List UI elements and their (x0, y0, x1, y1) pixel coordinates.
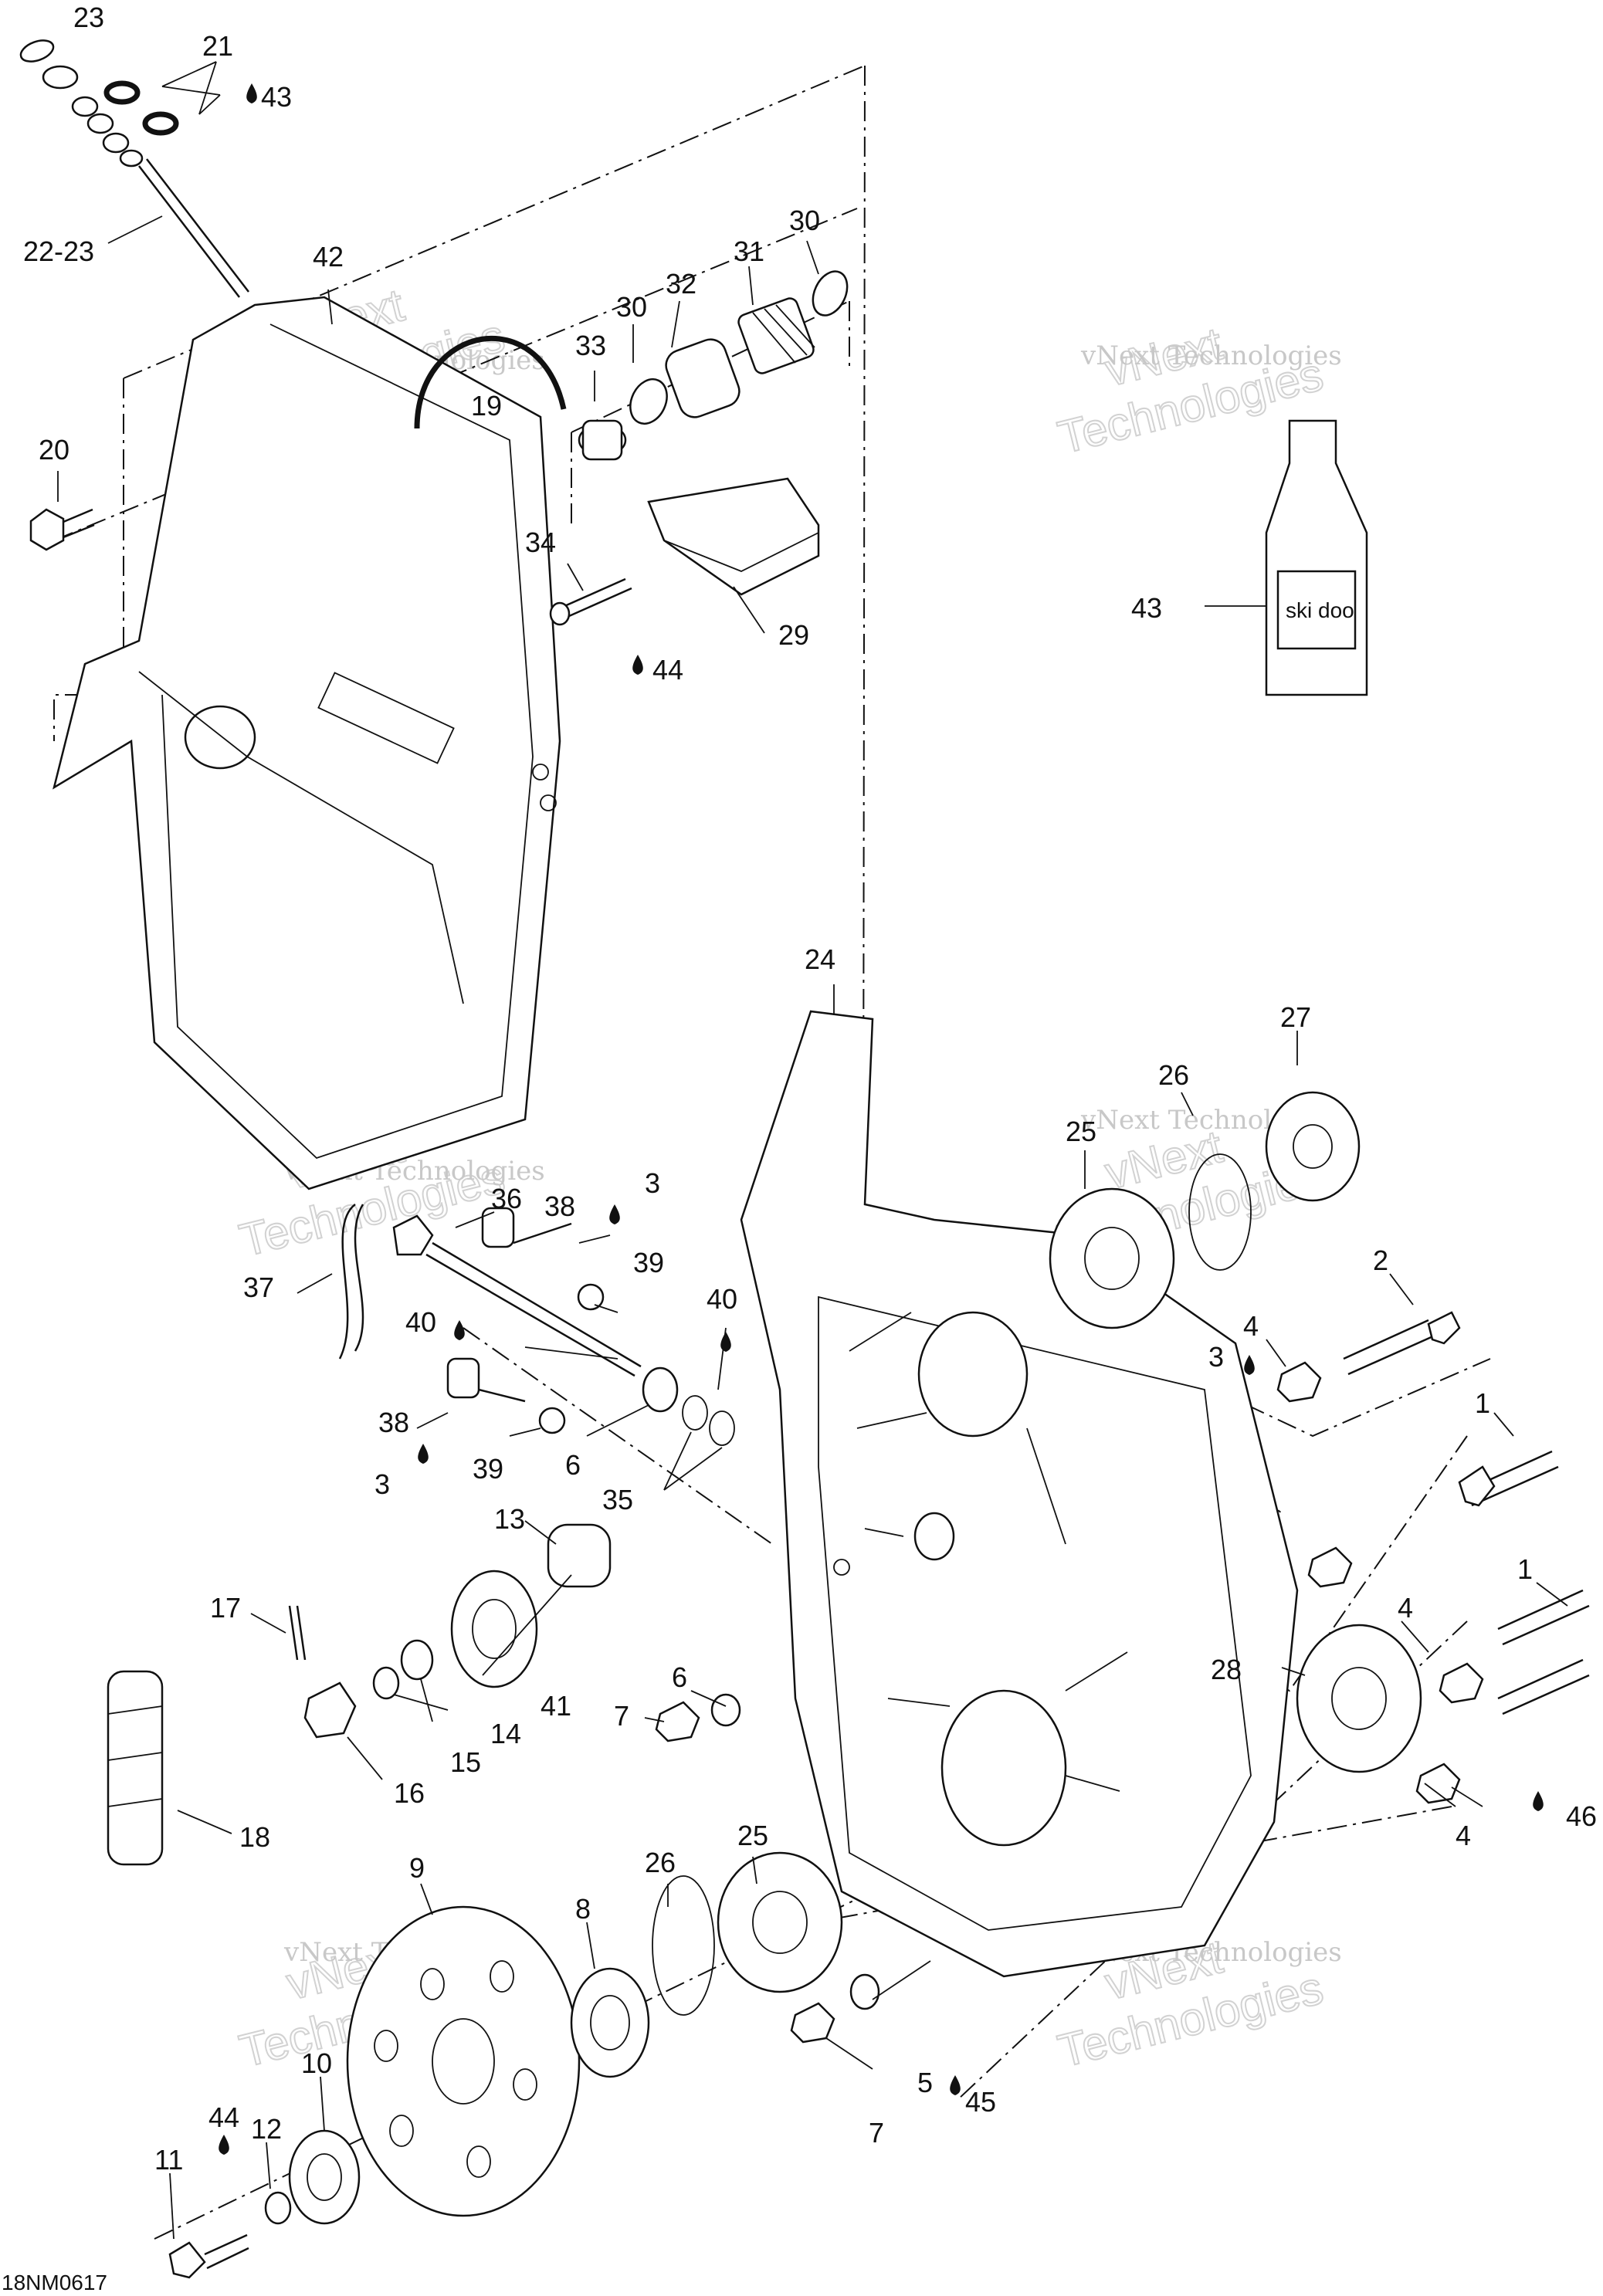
callout-11: 11 (154, 2144, 183, 2176)
callout-19: 19 (471, 390, 502, 422)
callout-45: 45 (965, 2086, 996, 2118)
fasteners-right (1276, 1311, 1590, 1804)
callout-39: 39 (473, 1453, 503, 1485)
callout-7: 7 (869, 2117, 884, 2149)
wire-seal (414, 336, 567, 429)
oil-drop-icon (454, 1320, 465, 1340)
callout-23: 23 (73, 2, 104, 33)
callout-10: 10 (301, 2047, 332, 2079)
callout-20: 20 (39, 434, 69, 466)
figure-code: 18NM0617 (2, 2271, 107, 2294)
callout-1: 1 (1517, 1553, 1533, 1585)
output-shaft-parts (168, 1693, 880, 2279)
tensioner-bolt-group (338, 1204, 735, 1446)
callout-13: 13 (494, 1503, 525, 1535)
callout-28: 28 (1211, 1654, 1242, 1685)
dipstick-assembly (19, 39, 249, 298)
callout-30: 30 (789, 205, 820, 236)
callout-46: 46 (1566, 1800, 1597, 1832)
callout-5: 5 (917, 2067, 933, 2098)
callout-12: 12 (251, 2113, 282, 2145)
bracket-and-screw (549, 477, 820, 626)
callout-18: 18 (239, 1821, 270, 1853)
callout-22-23: 22-23 (23, 235, 94, 267)
callout-33: 33 (575, 330, 606, 361)
callout-25: 25 (737, 1820, 768, 1851)
oil-drop-icon (609, 1204, 620, 1224)
oil-drop-icon (950, 2075, 961, 2095)
callout-40: 40 (405, 1306, 436, 1338)
oil-drop-icon (720, 1332, 731, 1352)
callout-27: 27 (1280, 1001, 1311, 1033)
callout-39: 39 (633, 1247, 664, 1278)
callout-43: 43 (1131, 592, 1162, 624)
callout-4: 4 (1243, 1310, 1259, 1342)
watermark-text: vNext Technologies (1080, 340, 1342, 371)
oil-drop-icon (1533, 1791, 1544, 1811)
leader-lines (57, 61, 1568, 2240)
small-sprocket-group (288, 1523, 612, 1739)
callout-8: 8 (575, 1893, 591, 1925)
bearings-and-washers (652, 1091, 1422, 2016)
callout-15: 15 (450, 1746, 481, 1778)
callout-24: 24 (805, 943, 835, 975)
oil-drop-icon (246, 83, 257, 103)
callout-9: 9 (409, 1852, 425, 1884)
callout-26: 26 (1158, 1059, 1189, 1091)
oil-drop-icon (219, 2135, 229, 2155)
callout-35: 35 (602, 1484, 633, 1515)
chaincase-housing (740, 1010, 1299, 1978)
bearing-25-top (1049, 1187, 1175, 1329)
callout-43: 43 (261, 81, 292, 113)
callout-7: 7 (614, 1700, 629, 1732)
callout-6: 6 (565, 1449, 581, 1481)
callout-16: 16 (394, 1777, 425, 1809)
oil-drop-icon (632, 655, 643, 675)
chaincase-cover (53, 296, 561, 1190)
callout-4: 4 (1456, 1820, 1471, 1851)
callout-42: 42 (313, 241, 344, 273)
callout-38: 38 (544, 1190, 575, 1222)
tensioner-parts (578, 270, 849, 461)
callout-21: 21 (202, 30, 233, 62)
callout-44: 44 (652, 654, 683, 686)
callout-37: 37 (243, 1272, 274, 1303)
callout-14: 14 (490, 1718, 521, 1749)
callout-34: 34 (525, 527, 556, 558)
callout-29: 29 (778, 619, 809, 651)
oil-drop-icon (1244, 1355, 1255, 1375)
callout-30: 30 (616, 291, 647, 323)
callout-3: 3 (645, 1167, 660, 1199)
large-sprocket (346, 1905, 581, 2217)
callout-3: 3 (1208, 1341, 1224, 1373)
callout-36: 36 (491, 1183, 522, 1214)
callout-41: 41 (541, 1690, 571, 1722)
callout-25: 25 (1066, 1116, 1096, 1147)
callout-44: 44 (208, 2101, 239, 2133)
callout-4: 4 (1398, 1592, 1413, 1624)
oil-drop-icon (418, 1444, 429, 1464)
callout-40: 40 (707, 1283, 737, 1315)
callout-31: 31 (734, 235, 764, 267)
part-callouts: 23 21 43 22-23 42 19 20 33 30 32 31 30 3… (23, 2, 1597, 2176)
callout-32: 32 (666, 268, 696, 300)
callout-26: 26 (645, 1847, 676, 1878)
drive-chain (107, 1670, 164, 1866)
callout-6: 6 (672, 1661, 687, 1693)
lubricant-icons (219, 83, 1544, 2155)
bottle-label: ski doo (1286, 598, 1354, 622)
callout-17: 17 (210, 1592, 241, 1624)
lubricant-bottle: ski doo (1265, 419, 1368, 696)
callout-2: 2 (1373, 1245, 1388, 1276)
bolt-20 (29, 508, 95, 551)
callout-1: 1 (1475, 1387, 1490, 1419)
callout-38: 38 (378, 1407, 409, 1438)
callout-3: 3 (374, 1468, 390, 1500)
